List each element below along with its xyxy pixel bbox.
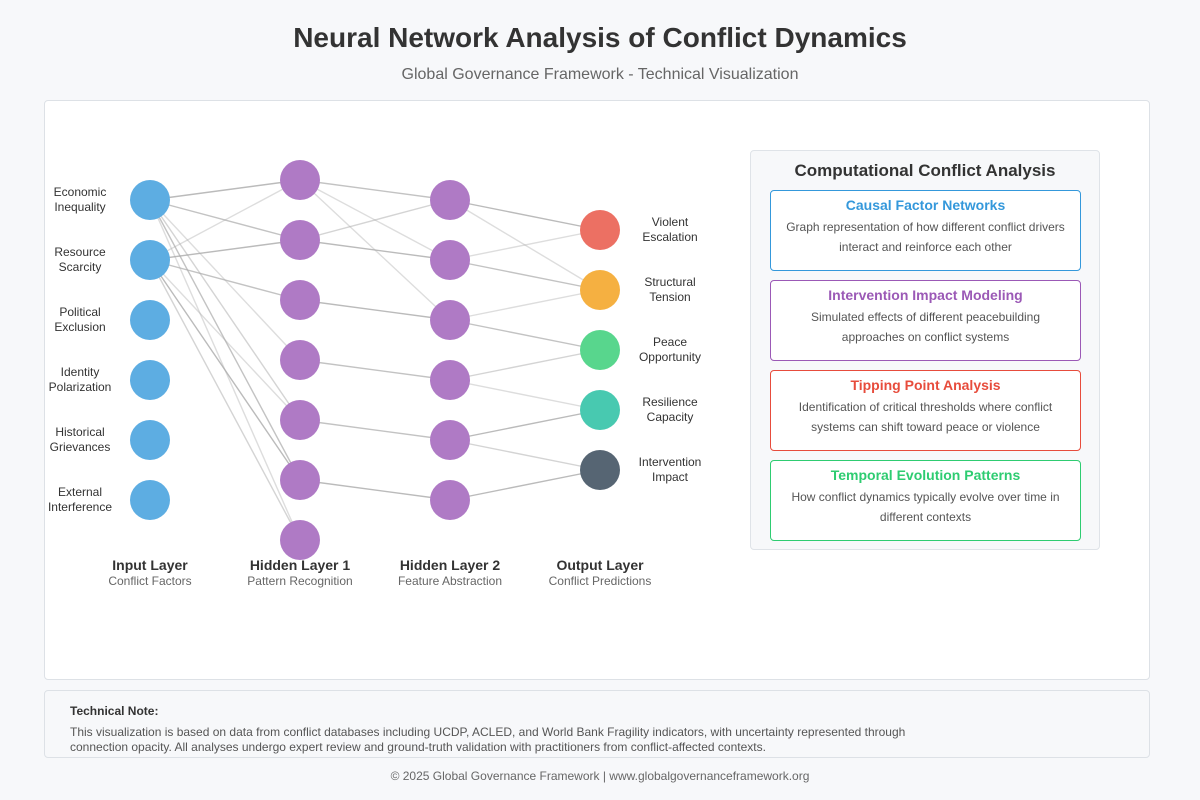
network-node [280,280,320,320]
connection-line [299,239,451,261]
connection-line [149,259,301,541]
network-node [280,400,320,440]
network-node [430,420,470,460]
network-node [430,480,470,520]
analysis-card-text: Graph representation of how different co… [786,220,1065,254]
network-node [580,210,620,250]
connection-line [449,349,601,381]
connection-line [149,179,301,201]
analysis-card-temporal: Temporal Evolution Patterns How conflict… [770,460,1081,541]
network-node [430,240,470,280]
network-node [430,180,470,220]
network-node [580,330,620,370]
analysis-card-intervention: Intervention Impact Modeling Simulated e… [770,280,1081,361]
network-node [580,270,620,310]
connection-line [299,419,451,441]
layer-caption: Conflict Factors [108,574,191,588]
connections [149,179,601,541]
network-node [130,480,170,520]
network-node [280,160,320,200]
page-title: Neural Network Analysis of Conflict Dyna… [293,22,907,53]
layer-2 [280,160,320,560]
technical-note-text: This visualization is based on data from… [70,725,906,754]
network-node [280,220,320,260]
layer-name: Input Layer [112,557,188,573]
connection-line [299,179,451,201]
connection-line [449,409,601,441]
connection-line [449,289,601,321]
connection-line [449,379,601,411]
network-node [430,300,470,340]
analysis-card-causal: Causal Factor Networks Graph representat… [770,190,1081,271]
analysis-card-title: Tipping Point Analysis [850,377,1001,393]
analysis-card-title: Causal Factor Networks [845,197,1006,213]
network-node [130,420,170,460]
analysis-card-text: How conflict dynamics typically evolve o… [791,490,1060,524]
network-node [280,460,320,500]
connection-line [449,319,601,351]
connection-line [299,479,451,501]
page-subtitle: Global Governance Framework - Technical … [401,66,799,83]
connection-line [299,299,451,321]
network-node [130,300,170,340]
technical-note-title: Technical Note: [70,704,159,718]
layer-name: Output Layer [556,557,644,573]
connection-line [449,469,601,501]
network-node [130,360,170,400]
analysis-card-text: Simulated effects of different peacebuil… [810,310,1041,344]
layer-name: Hidden Layer 2 [400,557,501,573]
connection-line [449,199,601,291]
connection-line [149,179,301,261]
connection-line [449,199,601,231]
analysis-card-tipping: Tipping Point Analysis Identification of… [770,370,1081,451]
connection-line [149,259,301,421]
network-node [580,450,620,490]
network-node [430,360,470,400]
connection-line [449,439,601,471]
network-node [280,340,320,380]
connection-line [149,199,301,421]
analysis-card-title: Intervention Impact Modeling [828,287,1023,303]
analysis-panel: Computational Conflict Analysis Causal F… [750,150,1100,550]
connection-line [149,199,301,481]
network-node [130,240,170,280]
analysis-card-text: Identification of critical thresholds wh… [798,400,1053,434]
connection-line [449,229,601,261]
network-node [280,520,320,560]
connection-line [149,259,301,301]
connection-line [449,259,601,291]
layer-caption: Pattern Recognition [247,574,352,588]
copyright-text: © 2025 Global Governance Framework | www… [390,769,810,783]
layer-name: Hidden Layer 1 [250,557,351,573]
technical-note: Technical Note: This visualization is ba… [44,690,1150,758]
network-node [580,390,620,430]
layer-3 [430,180,470,520]
connection-line [149,199,301,241]
connection-line [149,239,301,261]
analysis-card-title: Temporal Evolution Patterns [830,467,1021,483]
connection-line [149,259,301,481]
network-node [130,180,170,220]
connection-line [299,359,451,381]
layer-caption: Conflict Predictions [549,574,652,588]
analysis-panel-title: Computational Conflict Analysis [794,161,1056,180]
layer-caption: Feature Abstraction [398,574,502,588]
connection-line [299,199,451,241]
